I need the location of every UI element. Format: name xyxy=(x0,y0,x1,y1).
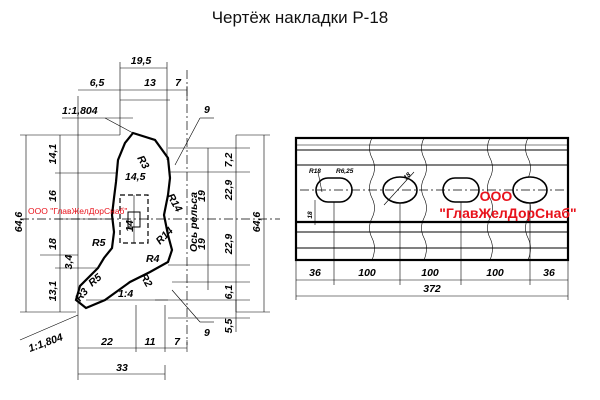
dim-7-bottom: 7 xyxy=(174,336,181,348)
callout-9-top: 9 xyxy=(204,104,210,116)
dim-5-5: 5,5 xyxy=(223,319,235,334)
dim-7-2: 7,2 xyxy=(223,153,235,168)
dim-64-6-left: 64,6 xyxy=(13,212,25,233)
radius-r14-bottom: R14 xyxy=(154,225,176,247)
slope-top: 1:1,804 xyxy=(62,105,98,117)
radius-r5-left: R5 xyxy=(92,237,106,249)
slope-mid: 1:4 xyxy=(118,288,133,300)
spacing-36-left: 36 xyxy=(309,267,321,279)
dim-19-5: 19,5 xyxy=(131,55,152,67)
watermark-right-ooo: ООО xyxy=(480,188,513,204)
watermark-right-name: "ГлавЖелДорСнаб" xyxy=(439,205,576,221)
dim-16: 16 xyxy=(47,190,59,202)
total-length-372: 372 xyxy=(423,283,441,295)
watermark-left: ООО "ГлавЖелДорСнаб" xyxy=(28,206,127,216)
dim-14-5: 14,5 xyxy=(125,171,146,183)
page-title: Чертёж накладки Р-18 xyxy=(211,8,389,27)
hole-label-18-round: 18 xyxy=(402,171,412,181)
dim-33: 33 xyxy=(116,362,128,374)
callout-9-bottom: 9 xyxy=(204,327,210,339)
dim-13-1: 13,1 xyxy=(47,281,59,302)
plan-view: R18 R6,25 18 18 36 100 100 100 36 372 ОО… xyxy=(294,136,577,300)
radius-r3-top: R3 xyxy=(134,154,151,172)
section-inner-rect xyxy=(127,211,141,228)
hole-label-r6-25: R6,25 xyxy=(336,168,354,175)
dim-7-top: 7 xyxy=(175,77,182,89)
dim-14-1: 14,1 xyxy=(47,144,59,165)
dim-18: 18 xyxy=(47,238,59,250)
radius-r2: R2 xyxy=(137,272,154,290)
cross-section: 19,5 6,5 13 7 1:1,804 9 R3 R14 R14 R5 R5… xyxy=(13,55,280,380)
dim-22: 22 xyxy=(100,336,113,348)
dim-6-5: 6,5 xyxy=(90,77,105,89)
hole-label-18-side: 18 xyxy=(307,211,314,219)
dim-13: 13 xyxy=(144,77,156,89)
dim-6-1: 6,1 xyxy=(223,285,235,300)
dim-64-6-right: 64,6 xyxy=(251,212,263,233)
rail-axis-label: Ось рельса xyxy=(188,192,200,252)
dim-11: 11 xyxy=(145,336,156,348)
dim-22-9-bottom: 22,9 xyxy=(223,234,235,256)
spacing-100-2: 100 xyxy=(421,267,439,279)
plan-body xyxy=(294,136,570,262)
spacing-100-1: 100 xyxy=(358,267,376,279)
dim-14-inner: 14 xyxy=(124,220,136,232)
dim-19-bottom: 19 xyxy=(196,238,208,250)
spacing-100-3: 100 xyxy=(486,267,504,279)
section-outline xyxy=(74,131,174,310)
dim-22-9-top: 22,9 xyxy=(223,180,235,202)
dim-19-top: 19 xyxy=(196,190,208,202)
hole-label-r18: R18 xyxy=(309,168,321,175)
radius-r4: R4 xyxy=(146,253,160,265)
spacing-36-right: 36 xyxy=(543,267,555,279)
radius-r5-bottom: R5 xyxy=(86,271,104,289)
dim-3-4: 3,4 xyxy=(63,255,75,270)
